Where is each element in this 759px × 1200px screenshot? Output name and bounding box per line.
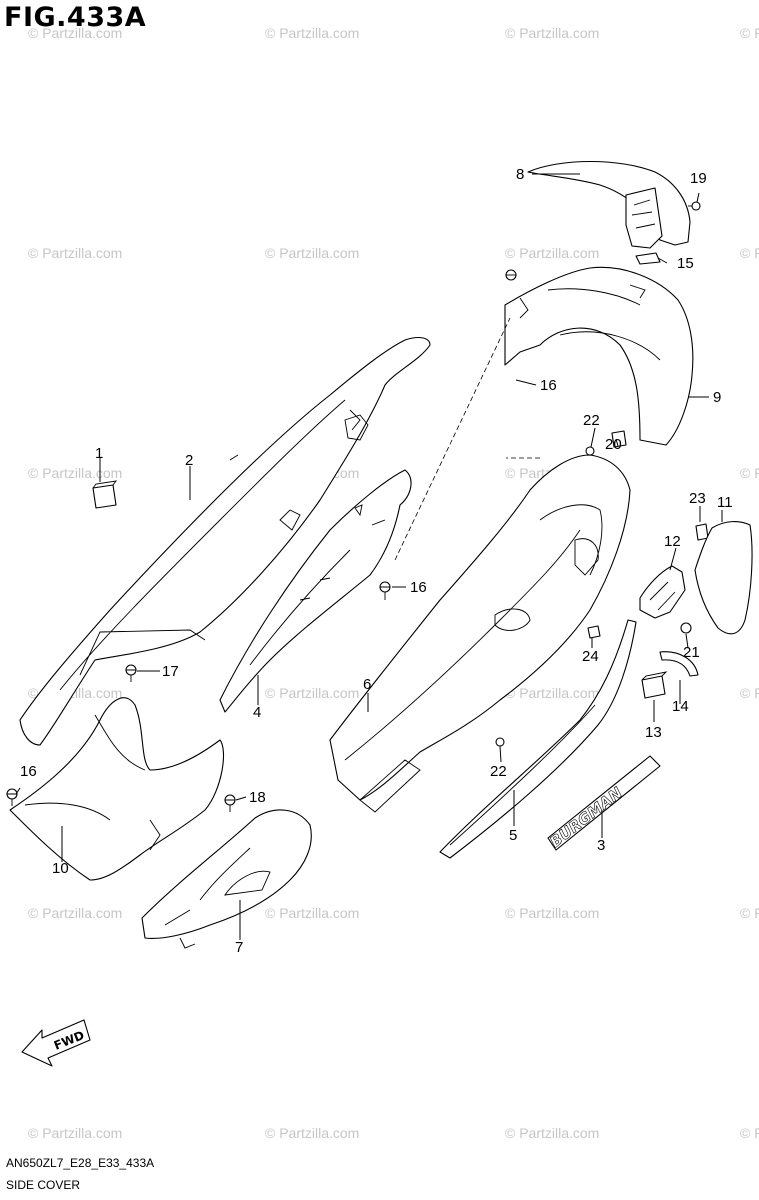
callout-17: 17	[162, 663, 179, 680]
watermark-text: © Partzilla.com	[265, 25, 359, 41]
callout-8: 8	[516, 166, 524, 183]
watermark-text: © Partzilla.com	[265, 1125, 359, 1141]
callout-21: 21	[683, 644, 700, 661]
part-5-trim-strip	[439, 619, 637, 859]
watermark-text: © Partzilla.com	[28, 905, 122, 921]
part-19-screw	[688, 201, 701, 211]
part-6-side-cover-right	[329, 454, 631, 813]
figure-name: SIDE COVER	[6, 1178, 81, 1192]
watermark-text: © Partzilla.com	[740, 685, 759, 701]
callout-16-c: 16	[20, 763, 37, 780]
figure-code: AN650ZL7_E28_E33_433A	[6, 1156, 155, 1170]
watermark-text: © Partzilla.com	[265, 685, 359, 701]
emblem-text: BURGMAN	[546, 783, 626, 851]
watermark-text: © Partzilla.com	[265, 245, 359, 261]
part-12-bracket	[639, 565, 686, 619]
callout-labels: 1 2 3 4 5 6 7 8 9 10 11 12 13 14 15 16 1…	[20, 166, 733, 956]
callout-6: 6	[363, 676, 371, 693]
part-15-clip	[635, 252, 661, 265]
watermark-text: © Partzilla.com	[28, 1125, 122, 1141]
callout-5: 5	[509, 827, 517, 844]
part-4-inner-side-panel	[219, 469, 412, 713]
callout-16-a: 16	[540, 377, 557, 394]
callout-1: 1	[95, 445, 103, 462]
watermark-text: © Partzilla.com	[505, 685, 599, 701]
callout-22-b: 22	[490, 763, 507, 780]
part-16-fastener-a	[505, 269, 517, 281]
watermark-text: © Partzilla.com	[740, 245, 759, 261]
part-1-cushion	[92, 480, 118, 509]
part-11-reflector	[694, 521, 753, 635]
callout-14: 14	[672, 698, 689, 715]
watermark-text: © Partzilla.com	[740, 1125, 759, 1141]
part-16-fastener-c	[6, 788, 18, 806]
leader-lines	[15, 173, 723, 940]
callout-24: 24	[582, 648, 599, 665]
part-18-fastener	[224, 794, 236, 812]
callout-2: 2	[185, 452, 193, 469]
watermark-text: © Partzilla.com	[505, 1125, 599, 1141]
callout-3: 3	[597, 837, 605, 854]
callout-15: 15	[677, 255, 694, 272]
callout-23: 23	[689, 490, 706, 507]
callout-13: 13	[645, 724, 662, 741]
part-8-upper-rear-cover	[527, 160, 691, 249]
callout-16-b: 16	[410, 579, 427, 596]
watermark-text: © Partzilla.com	[505, 245, 599, 261]
figure-title: FIG.433A	[4, 2, 147, 33]
callout-22-a: 22	[583, 412, 600, 429]
watermark-text: © Partzilla.com	[740, 905, 759, 921]
watermark-text: © Partzilla.com	[28, 25, 122, 41]
part-14-seal-strip	[659, 651, 699, 677]
watermark-text: © Partzilla.com	[265, 905, 359, 921]
part-22-screw-a	[585, 446, 595, 456]
watermark-text: © Partzilla.com	[28, 465, 122, 481]
part-23-clip	[695, 523, 709, 541]
callout-12: 12	[664, 533, 681, 550]
part-17-fastener	[125, 664, 137, 682]
watermark-text: © Partzilla.com	[505, 905, 599, 921]
watermark-text: © Partzilla.com	[740, 25, 759, 41]
part-22-screw-b	[495, 737, 505, 747]
callout-10: 10	[52, 860, 69, 877]
part-20-nut	[611, 430, 627, 448]
callout-19: 19	[690, 170, 707, 187]
callout-20: 20	[605, 436, 622, 453]
watermark-text: © Partzilla.com	[740, 465, 759, 481]
callout-18: 18	[249, 789, 266, 806]
part-2-frame-cover-left	[19, 336, 431, 746]
watermark-text: © Partzilla.com	[505, 25, 599, 41]
part-16-fastener-b	[379, 581, 391, 600]
assembly-line-a	[394, 317, 511, 561]
watermark-text: © Partzilla.com	[28, 245, 122, 261]
callout-11: 11	[717, 494, 733, 511]
part-24-clip	[587, 625, 601, 639]
callout-9: 9	[713, 389, 721, 406]
part-7-lower-skirt	[141, 809, 312, 949]
fwd-arrow-icon: FWD	[21, 1019, 91, 1067]
part-9-rear-fender-cover	[504, 266, 694, 446]
part-21-screw	[680, 622, 692, 634]
callout-7: 7	[235, 939, 243, 956]
watermark-layer: © Partzilla.com © Partzilla.com © Partzill…	[28, 25, 759, 1141]
part-10-lower-cover	[9, 697, 224, 881]
part-13-cushion	[641, 671, 668, 699]
callout-4: 4	[253, 704, 261, 721]
